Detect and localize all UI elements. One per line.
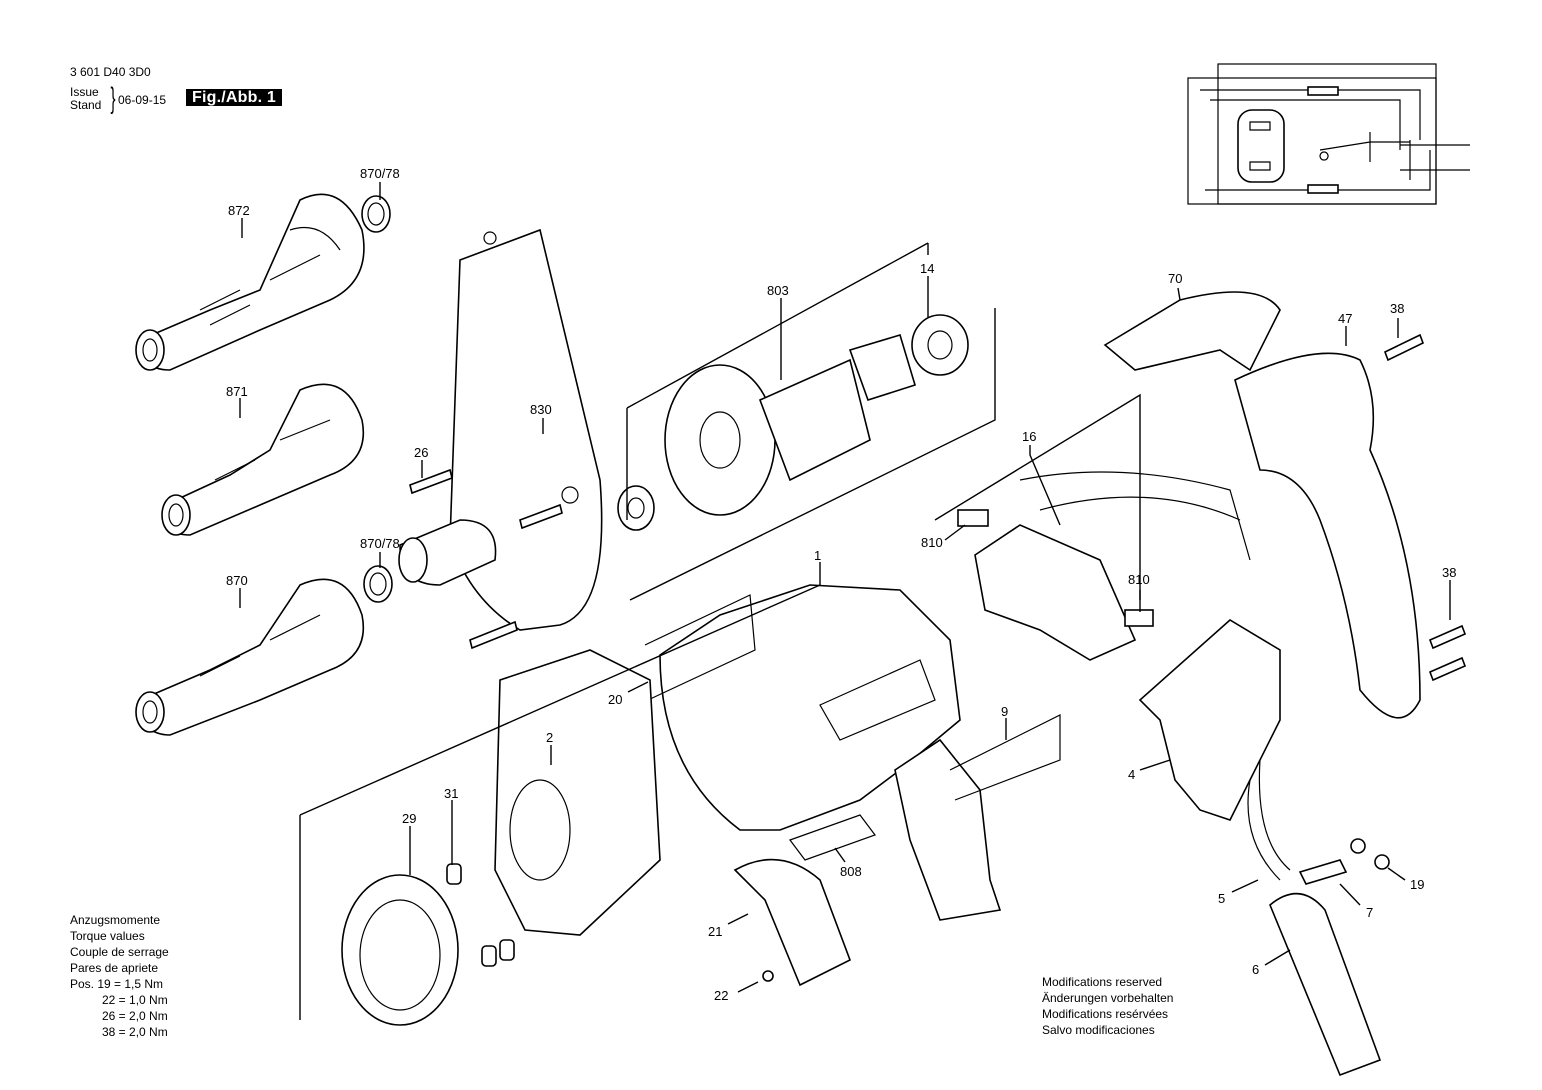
label-19: 19 [1410,877,1424,892]
label-38-right: 38 [1442,565,1456,580]
label-870-78-mid: 870/78 [360,536,400,551]
handle-grip-9 [894,738,1002,921]
issue-date: 06-09-15 [118,93,167,107]
label-810-right: 810 [1128,572,1150,587]
power-cord-6 [1247,759,1382,1077]
torque-row: Pos. 19 = 1,5 Nm [70,977,164,991]
label-21: 21 [708,924,722,939]
brace-glyph: } [110,82,116,115]
pin-31b [481,945,497,967]
leader-lines [239,182,1451,993]
mods-line: Modifications resérvées [1042,1007,1169,1021]
stand-label: Stand [70,98,102,112]
screw-26c [469,620,518,650]
pin-31c [499,939,515,961]
screw-19-a [1350,838,1366,854]
ring-870-78-mid [363,565,393,603]
label-20: 20 [608,692,622,707]
gear-housing-830 [398,228,603,631]
screw-22 [762,970,774,982]
belt-hook-21 [733,858,852,987]
brush-holder-16 [957,471,1251,661]
label-14: 14 [920,261,934,276]
screw-38-top [1383,333,1425,362]
screw-38-a [1428,624,1467,650]
modifications-note: Modifications reserved Änderungen vorbeh… [1042,974,1173,1038]
torque-title-es: Pares de apriete [70,961,159,975]
label-808 [789,814,876,861]
field-coil-2 [494,649,661,936]
armature-803 [617,314,969,531]
mods-line: Salvo modificaciones [1042,1023,1155,1037]
label-20 [644,594,756,701]
label-29: 29 [402,811,416,826]
label-810-left: 810 [921,535,943,550]
bit-holder-872 [135,193,365,371]
mods-line: Änderungen vorbehalten [1042,991,1174,1005]
bit-holder-871 [161,383,364,536]
label-31: 31 [444,786,458,801]
screw-26b [519,503,563,530]
label-870: 870 [226,573,248,588]
screw-26 [409,468,453,495]
label-1: 1 [814,548,821,563]
torque-row: 26 = 2,0 Nm [102,1009,168,1023]
drawing-number: 3 601 D40 3D0 [70,65,151,79]
label-2: 2 [546,730,553,745]
figure-label: Fig./Abb. 1 [186,89,282,106]
motor-housing-1 [659,584,961,831]
torque-title-de: Anzugsmomente [70,913,161,927]
label-26: 26 [414,445,428,460]
ring-870-78-top [361,195,391,233]
label-22: 22 [714,988,728,1003]
label-38-top: 38 [1390,301,1404,316]
part-number-labels: 872 870/78 871 870 870/78 26 830 803 14 … [226,166,1456,1003]
issue-label: Issue [70,85,99,99]
switch-4 [1138,619,1281,821]
cord-clamp-7 [1298,859,1348,885]
label-47: 47 [1338,311,1352,326]
label-9: 9 [1001,704,1008,719]
fan-baffle-29 [341,874,459,1026]
label-6: 6 [1252,962,1259,977]
torque-title-en: Torque values [70,929,145,943]
wiring-schematic [1187,63,1470,205]
label-5: 5 [1218,891,1225,906]
torque-row: 38 = 2,0 Nm [102,1025,168,1039]
label-4: 4 [1128,767,1135,782]
handle-shell-47 [1234,352,1421,719]
torque-values: Anzugsmomente Torque values Couple de se… [70,912,169,1040]
label-9 [949,714,1061,801]
bit-holder-870 [135,578,364,736]
switch-cover-70 [1103,291,1281,372]
screw-38-b [1428,656,1467,682]
mods-line: Modifications reserved [1042,975,1163,989]
label-872: 872 [228,203,250,218]
label-870-78-top: 870/78 [360,166,400,181]
label-7: 7 [1366,905,1373,920]
issue-labels: Issue Stand [70,86,110,112]
torque-row: 22 = 1,0 Nm [102,993,168,1007]
screw-19-b [1374,854,1390,870]
pin-31 [446,863,462,885]
label-70: 70 [1168,271,1182,286]
torque-title-fr: Couple de serrage [70,945,169,959]
label-808: 808 [840,864,862,879]
label-16: 16 [1022,429,1036,444]
label-830: 830 [530,402,552,417]
label-871: 871 [226,384,248,399]
label-803: 803 [767,283,789,298]
